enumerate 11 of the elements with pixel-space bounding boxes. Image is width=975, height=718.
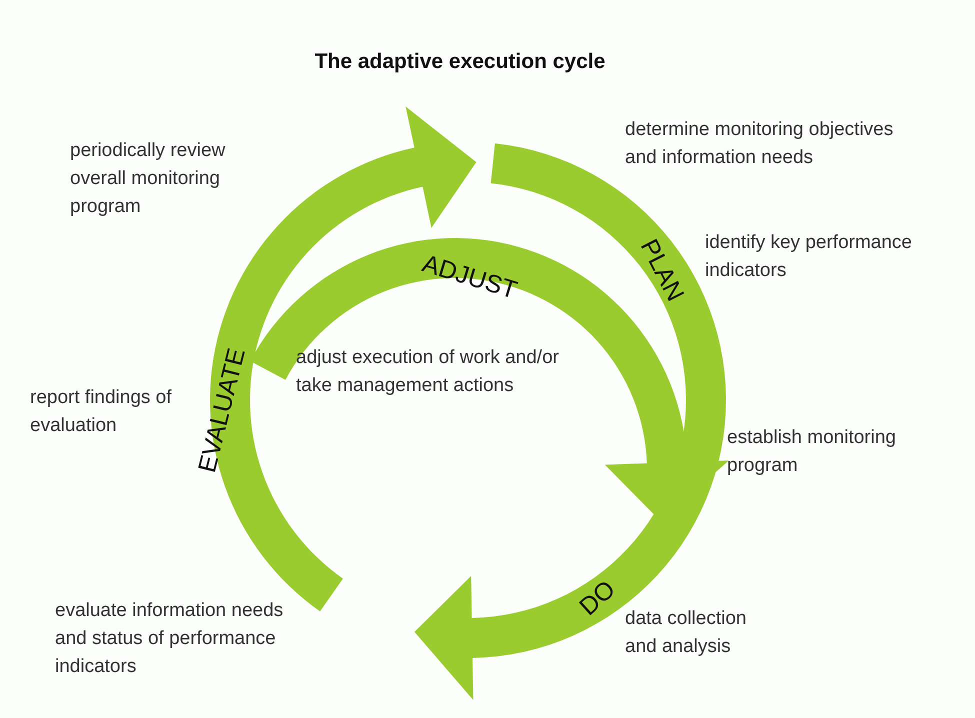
note-text: data collection and analysis <box>625 607 748 659</box>
note-text: determine monitoring objectives and information needs <box>625 118 894 170</box>
note-text: evaluate information needs and status of performance indicators <box>55 599 284 679</box>
note-text: adjust execution of work and/or take management actions <box>296 346 560 398</box>
note-text: report findings of evaluation <box>30 386 173 438</box>
note-text: establish monitoring program <box>727 426 897 478</box>
phase-label: DO <box>574 574 622 622</box>
note-text: identify key performance indicators <box>705 231 913 283</box>
title: The adaptive execution cycle <box>314 50 606 74</box>
phase-label: ADJUST <box>419 248 521 306</box>
note-text: periodically review overall monitoring program <box>70 139 226 219</box>
